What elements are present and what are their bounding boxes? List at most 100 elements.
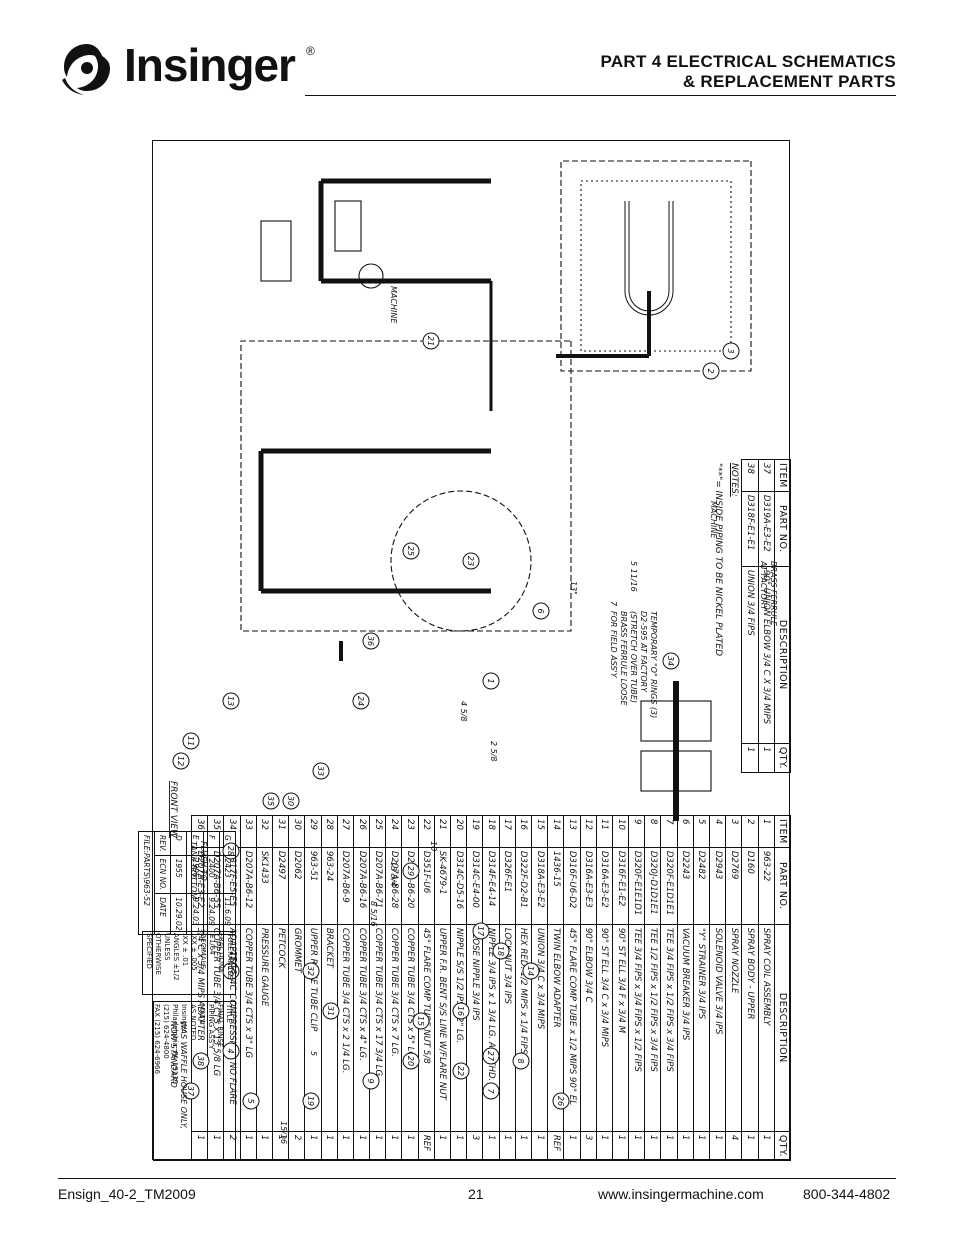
- item-balloon: 3: [722, 342, 740, 360]
- item-balloon: 26: [552, 1092, 570, 1110]
- brand-name: Insinger: [124, 39, 296, 91]
- dim-4-5-8: 4 5/8: [459, 701, 468, 722]
- item-balloon: 33: [312, 762, 330, 780]
- item-balloon: 16: [452, 1002, 470, 1020]
- dim-15-16-b: 15/16: [279, 1121, 288, 1144]
- item-balloon: 29: [402, 862, 420, 880]
- item-balloon: 20: [402, 1052, 420, 1070]
- item-balloon: 37: [182, 1082, 200, 1100]
- strainer-shape: [260, 220, 292, 282]
- tolerance-line: FRACTIONS ±1/64: [208, 933, 225, 973]
- tolerance-line: TOLERANCES: [226, 933, 234, 980]
- dim-2-5-8: 2 5/8: [489, 741, 498, 762]
- front-view-outline: [240, 340, 572, 632]
- footer-doc-id: Ensign_40-2_TM2009: [58, 1186, 196, 1202]
- label-machine-front: MACHINE: [709, 501, 718, 539]
- dim-7: 7: [609, 601, 618, 607]
- balloon-number: 28: [226, 846, 235, 856]
- tolerance-line: OTHERWISE: [154, 933, 162, 975]
- footer-rule: [58, 1178, 896, 1179]
- balloon-number: 30: [286, 796, 295, 806]
- waffle-note-2: NOW STANDARD: [169, 1021, 178, 1088]
- dim-10: 10: [429, 841, 438, 851]
- item-balloon: 4: [222, 1042, 240, 1060]
- ecn-cell: 1996: [186, 855, 204, 894]
- rev-col: REV.: [154, 831, 171, 856]
- item-balloon: 21: [422, 332, 440, 350]
- ferrule-note-1: BRASS FERRULE: [769, 561, 778, 627]
- oring-note-5: FOR FIELD ASS'Y: [609, 611, 618, 679]
- tolerance-line: .XX ± .005: [190, 933, 198, 971]
- item-balloon: 34: [662, 652, 680, 670]
- balloon-number: 12: [176, 756, 185, 766]
- item-balloon: 7: [482, 1082, 500, 1100]
- item-balloon: 12: [172, 752, 190, 770]
- section-title-line1: PART 4 ELECTRICAL SCHEMATICS: [600, 52, 896, 71]
- item-balloon: 6: [532, 602, 550, 620]
- balloon-number: 14: [526, 966, 535, 976]
- item-balloon: 13: [222, 692, 240, 710]
- company-name: Insinger: [180, 1004, 188, 1033]
- ecn-cell: 2400: [203, 855, 220, 894]
- item-balloon: 31: [322, 1002, 340, 1020]
- item-balloon: 11: [182, 732, 200, 750]
- item-balloon: 17: [472, 922, 490, 940]
- item-balloon: 24: [352, 692, 370, 710]
- item-balloon: 1: [482, 672, 500, 690]
- dim-8-5-16: 8 5/16: [369, 901, 378, 927]
- tolerance-line: ANGLES ±1/2: [172, 933, 180, 981]
- date-cell: 9.24.03: [186, 893, 204, 935]
- footer-phone: 800-344-4802: [803, 1186, 891, 1202]
- item-balloon: 8: [512, 1052, 530, 1070]
- title-label: TITLE: [225, 1004, 233, 1023]
- swirl-logo-icon: [62, 44, 110, 95]
- label-machine-side: MACHINE: [389, 286, 398, 324]
- balloon-number: 11: [186, 736, 195, 746]
- tolerance-line: SPECIFIED: [145, 933, 153, 969]
- front-view-label: FRONT VIEW: [168, 781, 178, 839]
- item-balloon: 9: [362, 1072, 380, 1090]
- item-balloon: 22: [452, 1062, 470, 1080]
- balloon-number: 21: [426, 336, 435, 346]
- dim-15-16: 15/16: [229, 951, 238, 974]
- item-balloon: 23: [462, 552, 480, 570]
- item-balloon: 15: [412, 1012, 430, 1030]
- balloon-number: 38: [196, 1056, 205, 1066]
- balloon-number: 2: [706, 368, 715, 373]
- dim-13-3-4: 13 3/4: [389, 861, 398, 887]
- balloon-number: 4: [226, 1048, 235, 1053]
- item-balloon: 5: [242, 1092, 260, 1110]
- item-balloon: 2: [702, 362, 720, 380]
- item-balloon: 38: [192, 1052, 210, 1070]
- footer-website[interactable]: www.insingermachine.com: [598, 1186, 764, 1202]
- spray-circle-dashed: [390, 490, 532, 632]
- tolerance-line: .XX ± .01: [181, 933, 189, 967]
- date-cell: 10.29.02: [170, 893, 187, 935]
- item-balloon: 14: [522, 962, 540, 980]
- item-balloon: 35: [262, 792, 280, 810]
- rev-cell: E: [186, 831, 204, 856]
- balloon-number: 32: [306, 966, 315, 976]
- item-balloon: 18: [492, 942, 510, 960]
- balloon-number: 23: [466, 556, 475, 566]
- pressure-gauge-shape: [358, 263, 384, 289]
- item-balloon: 36: [362, 632, 380, 650]
- valve-body: [334, 200, 362, 252]
- ecn-cell: 2423: [219, 855, 236, 894]
- balloon-number: 7: [486, 1088, 495, 1094]
- balloon-number: 8: [516, 1058, 525, 1063]
- item-balloon: 10: [222, 962, 240, 980]
- flush-label-2: TANK BOTTOM: [189, 841, 198, 899]
- balloon-number: 1: [486, 678, 495, 683]
- tolerance-line: UNLESS: [163, 933, 171, 961]
- balloon-number: 15: [416, 1016, 425, 1026]
- tank-outline: [560, 160, 752, 372]
- balloon-number: 20: [406, 1056, 415, 1066]
